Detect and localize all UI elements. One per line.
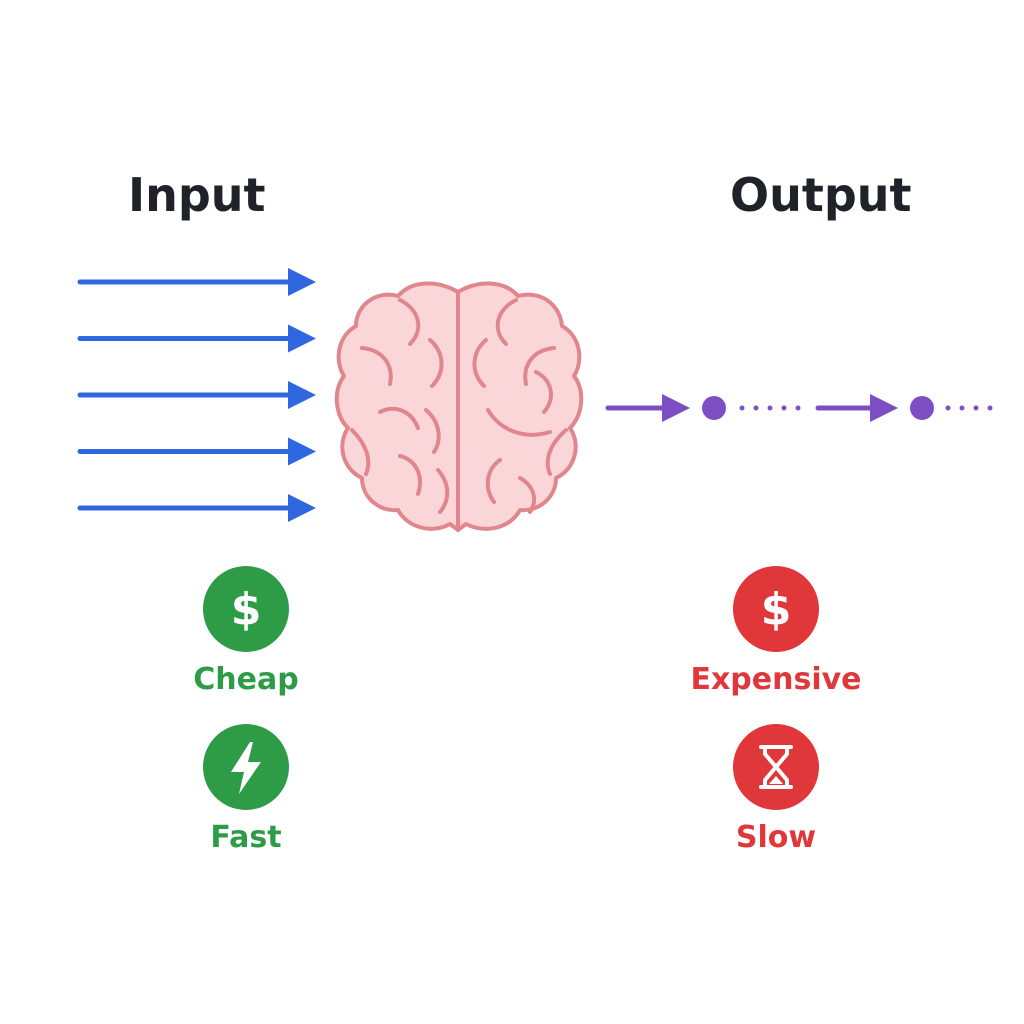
input-arrow-1 (77, 268, 316, 296)
input-arrows (77, 268, 316, 522)
input-arrow-2 (77, 324, 316, 353)
output-arrow-1 (605, 394, 690, 422)
input-arrow-4 (77, 437, 316, 466)
svg-text:$: $ (761, 584, 792, 635)
output-heading: Output (730, 168, 912, 222)
cheap-label: Cheap (193, 662, 299, 697)
brain-icon (334, 281, 584, 532)
input-arrow-3 (77, 381, 316, 409)
output-sequence (605, 394, 993, 422)
input-heading: Input (128, 168, 266, 222)
fast-badge (203, 724, 289, 810)
output-dots-1 (739, 405, 801, 411)
expensive-badge: $ (733, 566, 819, 652)
input-arrow-5 (77, 494, 316, 522)
cheap-badge: $ (203, 566, 289, 652)
fast-label: Fast (210, 820, 282, 855)
svg-text:$: $ (231, 584, 262, 635)
output-dots-2 (945, 405, 993, 411)
output-arrow-2 (815, 394, 898, 422)
dollar-icon: $ (733, 566, 819, 652)
output-token-2 (910, 396, 934, 420)
slow-label: Slow (735, 820, 817, 855)
lightning-icon (203, 724, 289, 810)
hourglass-icon (733, 724, 819, 810)
output-token-1 (702, 396, 726, 420)
expensive-label: Expensive (690, 662, 862, 697)
dollar-icon: $ (203, 566, 289, 652)
slow-badge (733, 724, 819, 810)
